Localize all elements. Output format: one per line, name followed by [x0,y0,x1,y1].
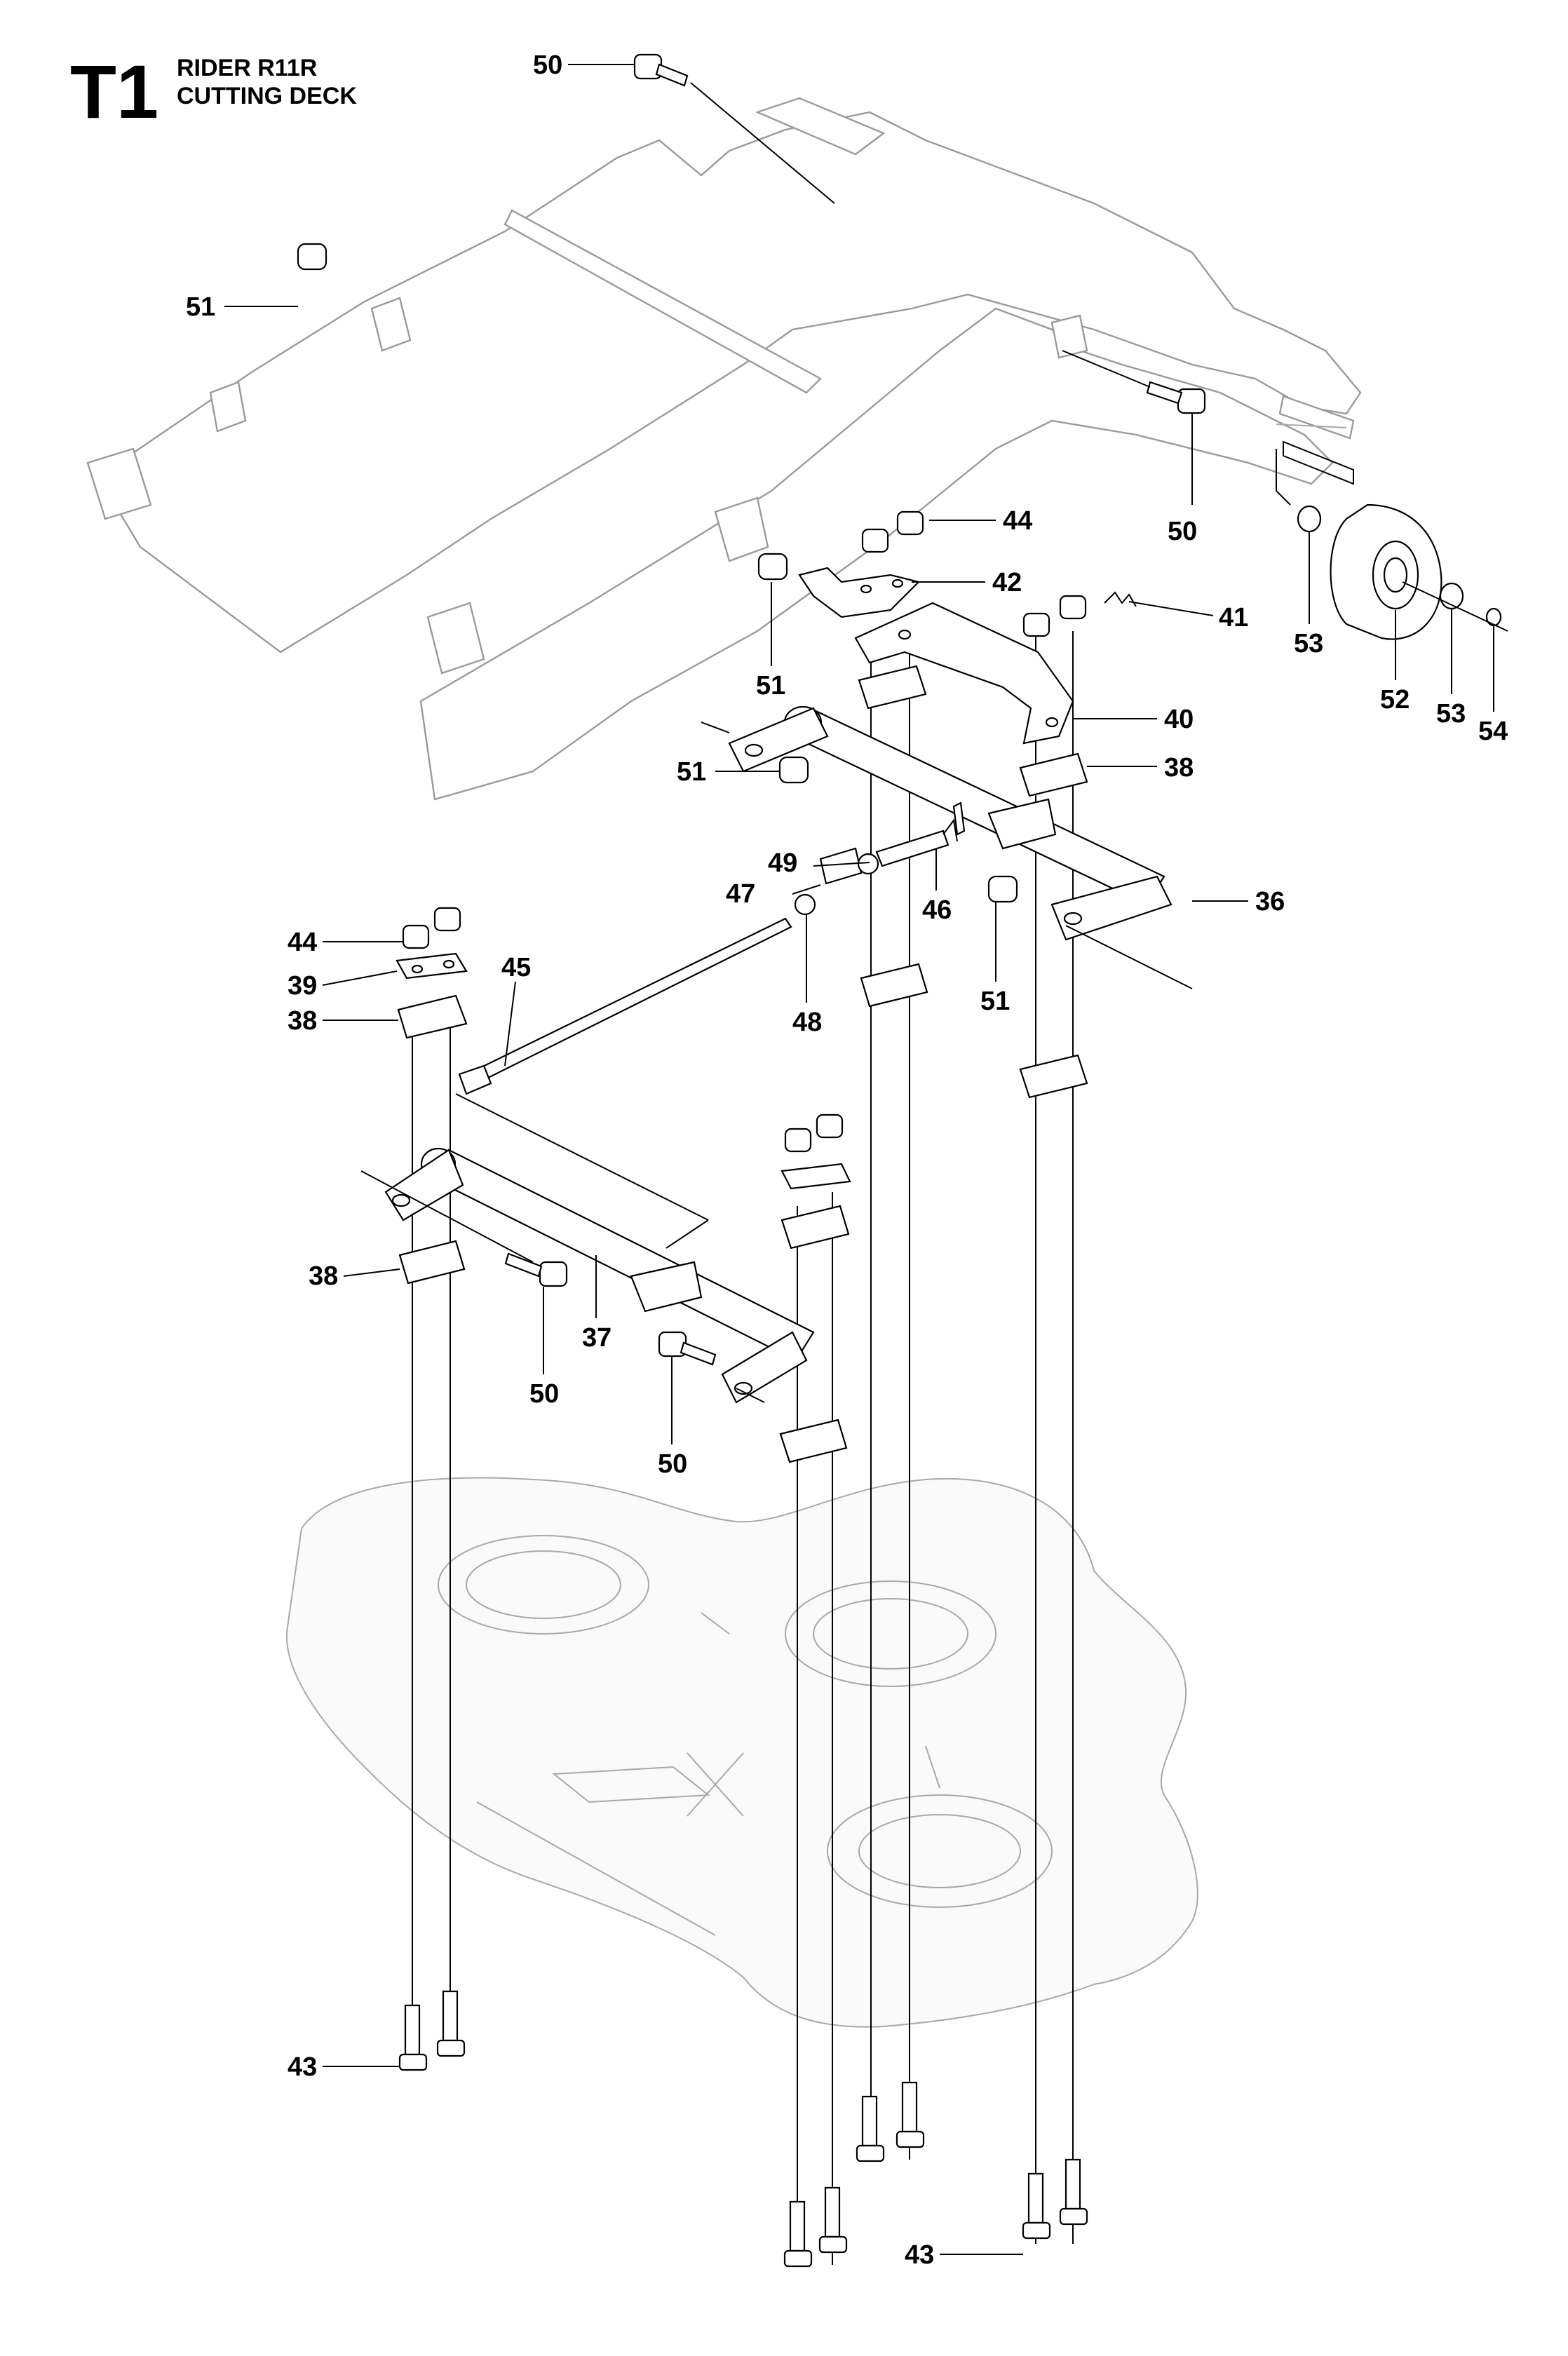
callout-51: 51 [677,757,706,787]
callout-49: 49 [768,848,797,878]
diagram-code: T1 [70,49,158,134]
lift-rods [412,631,1074,2265]
nuts [297,243,1087,1153]
bolts-43 [398,1990,1088,2268]
diagram-header: T1 RIDER R11R CUTTING DECK [70,49,357,134]
callout-44: 44 [1003,506,1032,536]
callout-44: 44 [288,928,317,957]
callout-53: 53 [1294,629,1323,658]
blocks-38 [397,665,1088,1463]
callout-51: 51 [186,292,215,322]
callout-45: 45 [501,953,531,982]
callout-40: 40 [1164,705,1194,734]
mower-frame [86,97,1362,801]
callout-38: 38 [1164,753,1194,783]
clip-41 [1104,591,1137,607]
callout-leaders [224,64,1494,2255]
callout-51: 51 [980,987,1010,1016]
callout-labels: 50 51 50 44 42 41 51 40 51 38 49 47 46 3… [186,50,1508,2270]
cutting-deck-housing [285,1477,1198,2028]
callout-38: 38 [288,1006,317,1036]
callout-38: 38 [309,1261,338,1291]
callout-43: 43 [905,2240,934,2270]
callout-48: 48 [792,1008,822,1037]
bracket-40 [854,602,1074,745]
callout-42: 42 [992,568,1022,597]
callout-47: 47 [726,879,755,909]
lift-shaft-37 [360,1147,815,1404]
callout-50: 50 [533,50,562,80]
section-name: CUTTING DECK [177,83,357,109]
rod-45 [455,917,792,1249]
callout-39: 39 [288,971,317,1001]
callout-50: 50 [658,1449,687,1479]
callout-46: 46 [922,895,952,925]
callout-41: 41 [1219,603,1248,632]
callout-50: 50 [1168,517,1197,546]
plate-39 [396,952,851,1190]
bolts-50 [504,53,1206,1366]
plate-42 [798,567,921,618]
callout-52: 52 [1380,685,1410,715]
roller-52-assembly [1276,440,1508,640]
callout-37: 37 [582,1323,611,1353]
callout-51: 51 [756,671,785,700]
model-name: RIDER R11R [177,55,317,81]
callout-53: 53 [1436,699,1466,729]
spring-46-assembly [794,801,966,916]
callout-50: 50 [529,1379,559,1409]
lift-shaft-36 [701,705,1193,989]
callout-54: 54 [1478,717,1508,746]
callout-36: 36 [1255,887,1285,916]
callout-43: 43 [288,2052,317,2082]
